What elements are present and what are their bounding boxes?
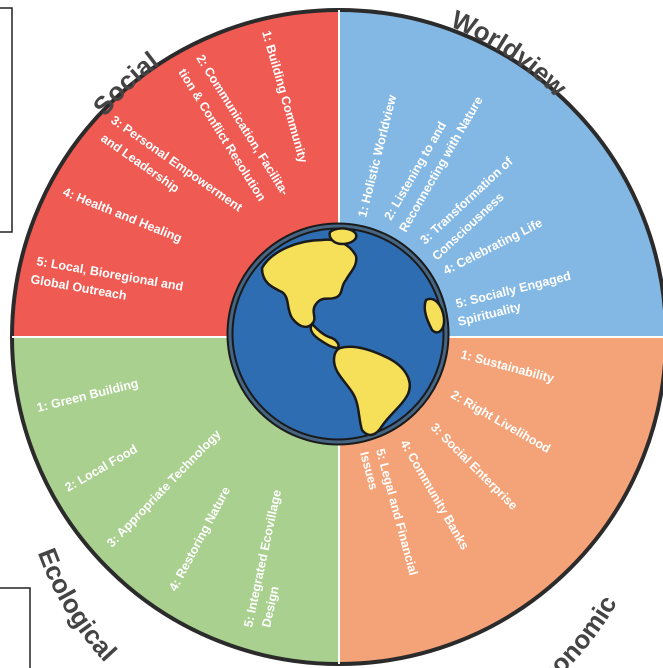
social-quadrant bbox=[12, 10, 339, 337]
ecological-quadrant bbox=[12, 337, 339, 664]
globe-icon bbox=[226, 222, 450, 446]
frame-bottom-left bbox=[0, 587, 31, 668]
worldview-quadrant bbox=[339, 10, 663, 337]
frame-top-left bbox=[0, 7, 13, 233]
economic-title: Economic bbox=[522, 590, 623, 668]
economic-quadrant bbox=[339, 337, 663, 664]
